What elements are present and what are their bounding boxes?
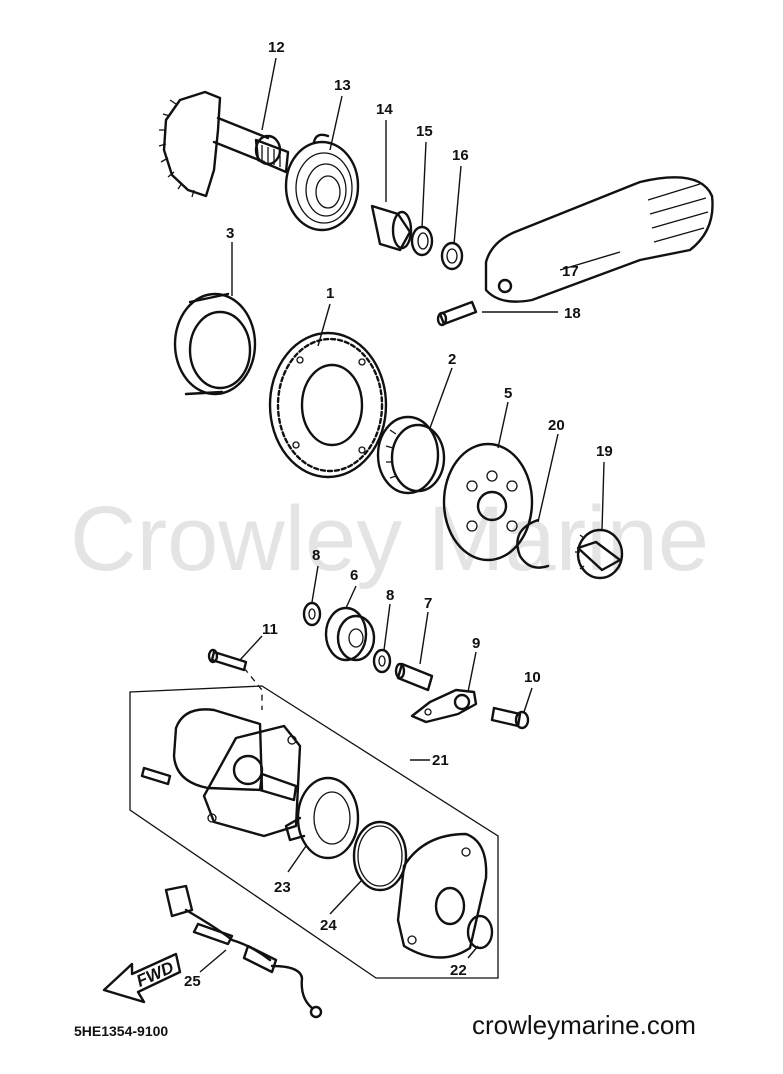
callout-18: 18 [564,305,581,322]
callout-22: 22 [450,962,467,979]
part-11-bolt [207,648,248,672]
callout-7: 7 [424,595,432,612]
callout-25: 25 [184,973,201,990]
part-code-label: 5HE1354-9100 [74,1023,168,1039]
callout-13: 13 [334,77,351,94]
callout-2: 2 [448,351,456,368]
callout-9: 9 [472,635,480,652]
callout-11: 11 [262,621,278,638]
callout-1: 1 [326,285,334,302]
callout-5: 5 [504,385,512,402]
callout-21: 21 [432,752,449,769]
callout-23: 23 [274,879,291,896]
part-5-clutch-housing [442,442,534,562]
part-8-washer-a [302,601,322,627]
part-12-kick-gear-shaft [158,90,290,198]
callout-12: 12 [268,39,285,56]
callout-16: 16 [452,147,469,164]
callout-labels: 12 13 14 15 16 17 18 3 1 2 5 20 19 8 6 8… [184,39,613,990]
callout-8-lower: 8 [386,587,394,604]
callout-10: 10 [524,669,541,686]
callout-24: 24 [320,917,337,934]
callout-14: 14 [376,101,393,118]
part-24-o-ring [352,820,408,892]
part-10-bolt [490,706,530,730]
part-9-bracket [410,688,478,724]
callout-19: 19 [596,443,613,460]
callout-6: 6 [350,567,358,584]
leader-lines [199,57,621,973]
part-20-spring-clip [516,518,550,569]
part-21-assembly-frame [129,667,499,979]
callout-8-upper: 8 [312,547,320,564]
part-6-idle-gear [324,606,376,662]
part-23-brush-holder [284,776,360,860]
part-1-ring-gear [268,331,388,479]
part-19-pinion-gear [575,528,624,580]
part-15-washer [410,225,434,257]
part-22-cap [466,914,494,950]
callout-3: 3 [226,225,234,242]
part-3-seal-ring [173,292,257,396]
part-7-shaft [394,662,434,692]
part-14-bushing [370,204,413,252]
part-16-washer [440,241,464,271]
part-25-lead-wire [164,884,323,1019]
callout-17: 17 [562,263,579,280]
callout-20: 20 [548,417,565,434]
fwd-direction-arrow: FWD [102,952,182,1004]
part-2-one-way-clutch [376,415,446,495]
starter-end-cover [396,832,488,959]
website-label: crowleymarine.com [472,1010,696,1040]
part-18-bolt [436,300,478,327]
part-8-washer-b [372,648,392,674]
callout-15: 15 [416,123,433,140]
part-13-torsion-spring [284,133,360,232]
part-17-kick-pedal [484,176,714,303]
starter-motor-body [140,708,302,838]
